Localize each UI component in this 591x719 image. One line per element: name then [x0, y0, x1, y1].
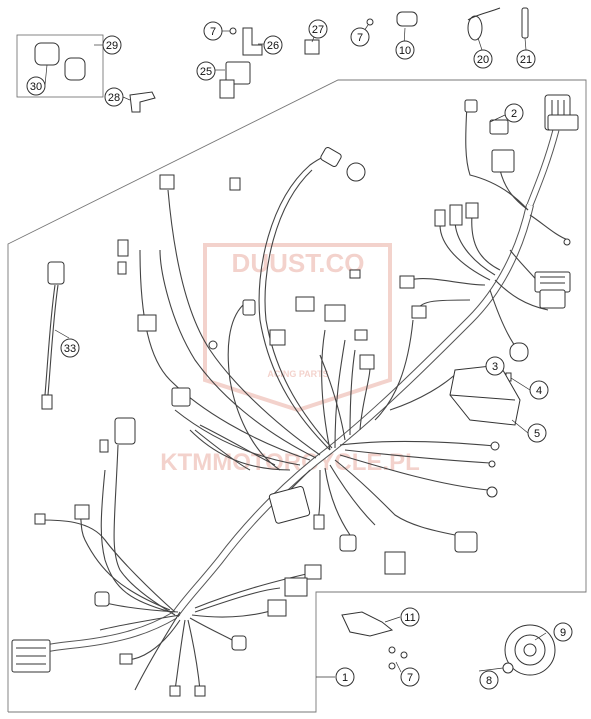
callout-30-label: 30	[30, 81, 42, 93]
callout-7b-label: 7	[357, 32, 363, 44]
callout-28-label: 28	[108, 92, 120, 104]
callouts: 1 2 3 4 5 7 7 7 8 9 10 11 20 21 25 26 27…	[26, 19, 573, 690]
callout-8-label: 8	[486, 675, 492, 687]
callout-26: 26	[263, 35, 283, 55]
callout-33-label: 33	[64, 343, 76, 355]
callout-26-label: 26	[267, 40, 279, 52]
callout-1: 1	[335, 667, 355, 687]
callout-20-label: 20	[477, 54, 489, 66]
callout-29-label: 29	[106, 40, 118, 52]
callout-7a-label: 7	[210, 26, 216, 38]
watermark-sub: ACING PARTS	[267, 369, 328, 379]
callout-25: 25	[196, 61, 216, 81]
callout-3: 3	[485, 356, 505, 376]
callout-3-label: 3	[492, 361, 498, 373]
wire-branches	[39, 104, 569, 691]
callout-28: 28	[104, 87, 124, 107]
callout-7c-label: 7	[407, 672, 413, 684]
callout-29: 29	[102, 35, 122, 55]
callout-21: 21	[516, 49, 536, 69]
callout-5: 5	[527, 423, 547, 443]
callout-4: 4	[529, 380, 549, 400]
callout-30: 30	[26, 76, 46, 96]
callout-1-label: 1	[342, 672, 348, 684]
connectors	[11, 94, 579, 697]
callout-7-top-left: 7	[203, 21, 223, 41]
loose-parts	[34, 7, 556, 676]
callout-4-label: 4	[536, 385, 542, 397]
watermark-brand: DUUST.CO	[232, 248, 365, 278]
watermark-shield	[203, 243, 392, 413]
group-box-29	[16, 34, 104, 98]
callout-9: 9	[553, 622, 573, 642]
callout-21-label: 21	[520, 54, 532, 66]
callout-10-label: 10	[399, 45, 411, 57]
callout-2-label: 2	[511, 108, 517, 120]
callout-27-label: 27	[312, 24, 324, 36]
callout-27: 27	[308, 19, 328, 39]
callout-20: 20	[473, 49, 493, 69]
callout-2: 2	[504, 103, 524, 123]
callout-7-bottom: 7	[400, 667, 420, 687]
callout-9-label: 9	[560, 627, 566, 639]
callout-11: 11	[400, 607, 420, 627]
callout-7-top-right: 7	[350, 27, 370, 47]
callout-33: 33	[60, 338, 80, 358]
main-frame	[7, 79, 587, 713]
callout-25-label: 25	[200, 66, 212, 78]
callout-8: 8	[479, 670, 499, 690]
callout-10: 10	[395, 40, 415, 60]
callout-5-label: 5	[534, 428, 540, 440]
callout-11-label: 11	[404, 612, 415, 624]
